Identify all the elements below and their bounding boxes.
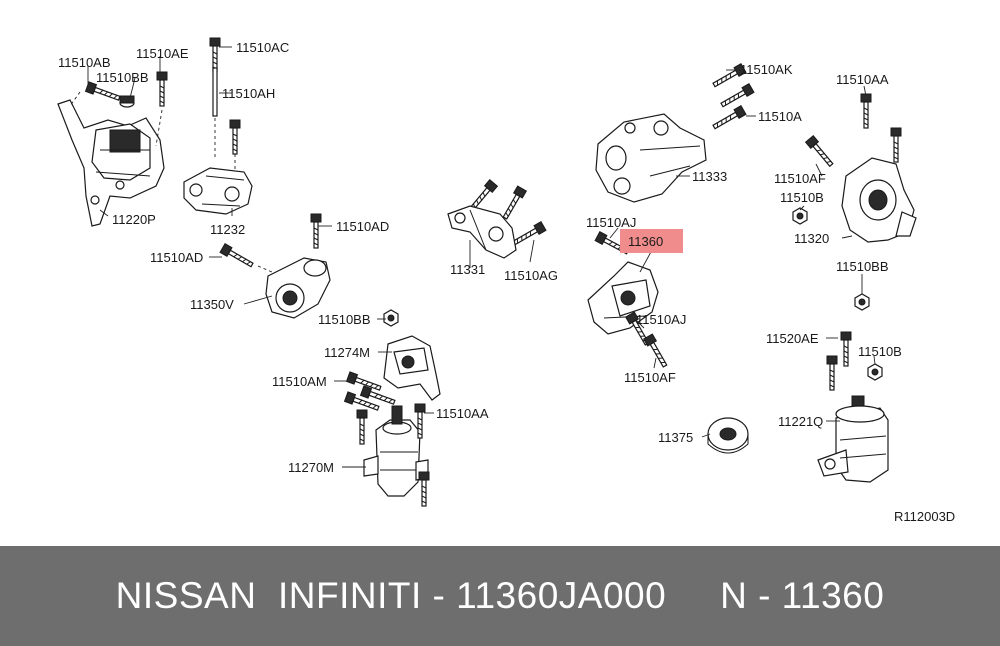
label-11360: 11360: [628, 234, 663, 249]
label-11510BB: 11510BB: [96, 70, 149, 85]
label-11510AD-left: 11510AD: [150, 250, 203, 265]
bolt-11510AK-b: [718, 83, 755, 110]
label-11510AB: 11510AB: [58, 55, 111, 70]
bolt-11510AF: [643, 333, 670, 370]
diagram-reference-code: R112003D: [894, 509, 955, 524]
exploded-parts-view: 11510AB 11510AE 11510BB 11510AC 11510AH …: [57, 37, 955, 524]
parts-diagram: 11510AB 11510AE 11510BB 11510AC 11510AH …: [57, 37, 956, 524]
part-number-text: NISSAN INFINITI - 11360JA000 N - 11360: [115, 575, 885, 616]
part-11274M: [383, 335, 441, 401]
label-11510AA-right: 11510AA: [836, 72, 889, 87]
part-labels: 11510AB 11510AE 11510BB 11510AC 11510AH …: [58, 40, 955, 524]
label-11510AG: 11510AG: [504, 268, 558, 283]
part-11232: [183, 167, 253, 215]
label-11510AJ-bottom: 11510AJ: [636, 312, 686, 327]
bolt-11510AF-right: [804, 135, 836, 169]
highlight-box: [620, 229, 683, 253]
label-11510AJ-top: 11510AJ: [586, 215, 636, 230]
label-11510AE: 11510AE: [136, 46, 189, 61]
bolt-11510A: [710, 105, 747, 132]
bolt-11510AA-right: [860, 93, 872, 129]
label-11510AF-right: 11510AF: [774, 171, 826, 186]
label-11510AF: 11510AF: [624, 370, 676, 385]
part-11331: [447, 205, 517, 259]
part-11220P: [57, 99, 165, 227]
part-11333: [595, 113, 707, 203]
bolt-11510AD-top: [310, 213, 322, 249]
label-11375: 11375: [658, 430, 693, 445]
label-11510B-right: 11510B: [858, 344, 902, 359]
label-11232: 11232: [210, 222, 245, 237]
bolt-11510AB: [84, 81, 122, 104]
label-11510BB-right: 11510BB: [836, 259, 889, 274]
label-11510AC: 11510AC: [236, 40, 289, 55]
nut-11510B: [792, 207, 808, 225]
nut-11510B-right: [867, 363, 883, 381]
part-11360: [587, 261, 659, 335]
label-11270M: 11270M: [288, 460, 334, 475]
label-11274M: 11274M: [324, 345, 370, 360]
label-11331: 11331: [450, 262, 485, 277]
label-11320: 11320: [794, 231, 829, 246]
label-11220P: 11220P: [112, 212, 156, 227]
nut-11510BB: [383, 309, 399, 327]
part-11350V: [265, 257, 331, 319]
bolt-11520AE: [840, 331, 852, 367]
part-11320: [841, 157, 917, 243]
bolt-11510AG: [510, 221, 547, 248]
label-11510AH: 11510AH: [222, 86, 275, 101]
bolt-11320-top: [890, 127, 902, 163]
bushing-11510BB: [119, 95, 135, 108]
label-11510AA: 11510AA: [436, 406, 489, 421]
label-11510B: 11510B: [780, 190, 824, 205]
part-number-footer: NISSAN INFINITI - 11360JA000 N - 11360: [0, 546, 1000, 646]
bolt-11520AE-b: [826, 355, 838, 391]
bolt-11510AH: [229, 119, 241, 155]
label-11350V: 11350V: [190, 297, 234, 312]
label-11510A: 11510A: [758, 109, 802, 124]
label-11510AK: 11510AK: [740, 62, 793, 77]
bolt-11270M-bottom: [418, 471, 430, 507]
bolt-11510AD-left: [219, 243, 256, 270]
label-11520AE: 11520AE: [766, 331, 819, 346]
part-11375: [707, 417, 749, 454]
label-11510BB-mid: 11510BB: [318, 312, 371, 327]
bolt-11510AC: [209, 37, 221, 73]
label-11333: 11333: [692, 169, 727, 184]
label-11221Q: 11221Q: [778, 414, 823, 429]
bolt-11331-b: [500, 185, 527, 222]
nut-11510BB-right: [854, 293, 870, 311]
label-11510AM: 11510AM: [272, 374, 327, 389]
label-11510AD-top: 11510AD: [336, 219, 389, 234]
part-11221Q: [817, 395, 889, 483]
leader-lines: [87, 46, 876, 468]
bolt-11270M-side: [356, 409, 368, 445]
bolt-11510AE: [156, 71, 168, 107]
